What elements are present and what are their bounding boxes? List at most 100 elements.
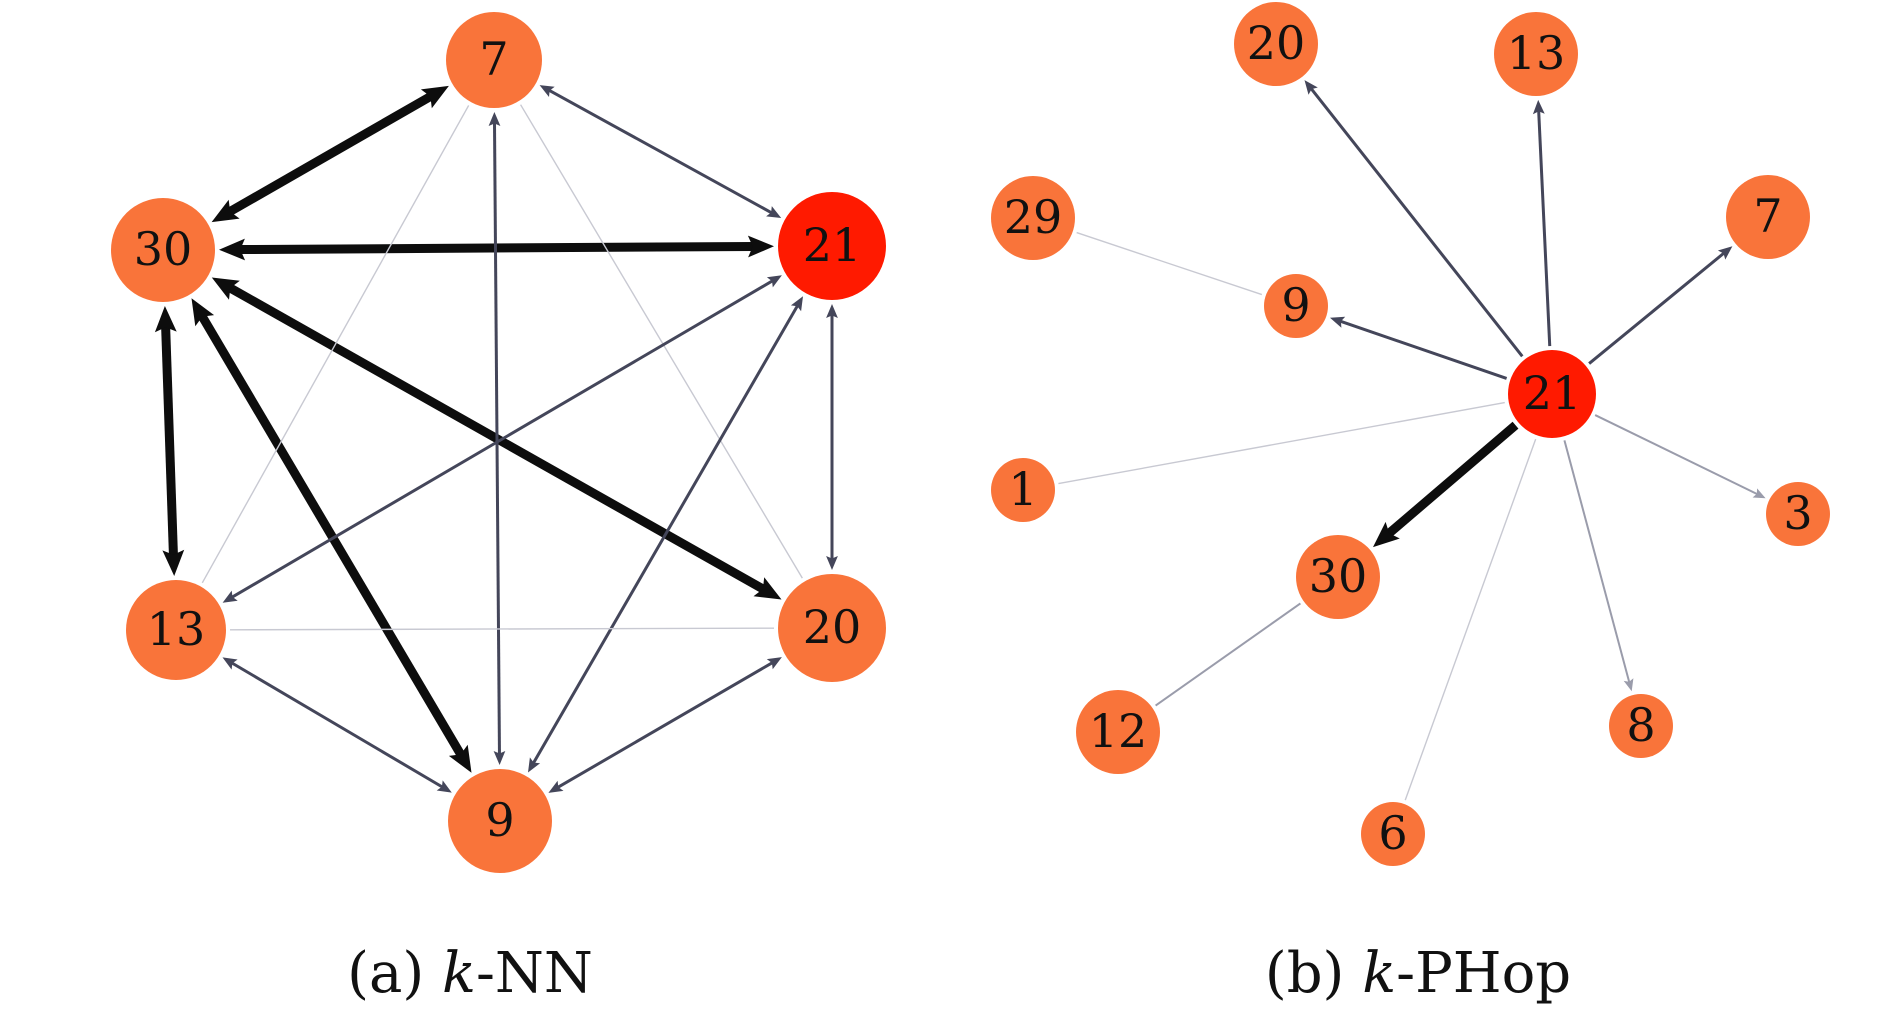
knn-edge-a30-a9 — [191, 298, 472, 773]
arrowhead — [211, 277, 240, 300]
node-circle — [1361, 802, 1425, 866]
arrowhead — [493, 751, 506, 765]
arrowhead — [448, 744, 472, 773]
arrowhead — [528, 757, 541, 773]
arrowhead — [1330, 316, 1346, 328]
edge-line — [231, 661, 443, 789]
arrowhead — [766, 657, 782, 670]
kphop-node-7: 7 — [1726, 175, 1810, 259]
node-circle — [1076, 690, 1160, 774]
edge-line — [1310, 87, 1524, 358]
arrowhead — [790, 296, 803, 312]
knn-edge-a30-a7 — [211, 85, 449, 223]
caption-knn-suffix: -NN — [476, 941, 593, 1006]
node-circle — [778, 574, 886, 682]
kphop-node-21: 21 — [1508, 350, 1596, 438]
kphop-edge-b21-b1 — [1058, 401, 1505, 485]
knn-node-7: 7 — [446, 12, 542, 108]
node-label: 30 — [134, 222, 193, 276]
knn-edge-a7-a9 — [488, 112, 506, 765]
kphop-edge-b21-b13 — [1532, 99, 1552, 347]
node-label: 29 — [1004, 190, 1063, 244]
kphop-node-8: 8 — [1609, 694, 1673, 758]
edge-line — [1404, 438, 1537, 801]
edges-layer — [154, 80, 1766, 801]
arrowhead — [548, 780, 564, 793]
edge-line — [227, 92, 434, 216]
edge-line — [532, 305, 799, 764]
knn-node-30: 30 — [111, 198, 215, 302]
node-circle — [991, 176, 1075, 260]
node-label: 12 — [1089, 704, 1148, 758]
edge-line — [198, 313, 465, 758]
node-label: 13 — [147, 602, 206, 656]
node-label: 9 — [485, 793, 514, 847]
node-circle — [1264, 274, 1328, 338]
node-label: 7 — [1753, 189, 1782, 243]
edge-line — [1058, 401, 1505, 485]
node-label: 7 — [479, 32, 508, 86]
arrowhead — [211, 199, 240, 223]
arrowhead — [1717, 246, 1733, 260]
caption-knn: (a) k-NN — [347, 941, 593, 1006]
edge-line — [492, 123, 501, 754]
arrowhead — [420, 85, 449, 109]
node-label: 20 — [1247, 16, 1306, 70]
caption-knn-prefix: (a) — [347, 941, 442, 1006]
node-circle — [778, 192, 886, 300]
arrowhead — [1752, 488, 1766, 499]
arrowhead — [222, 590, 238, 603]
node-label: 1 — [1008, 462, 1037, 516]
knn-edge-a21-a9 — [528, 296, 803, 773]
edge-line — [548, 89, 773, 214]
edge-line — [1588, 252, 1725, 365]
kphop-node-13: 13 — [1494, 12, 1578, 96]
arrowhead — [826, 304, 838, 318]
kphop-edge-b29-b9 — [1076, 231, 1263, 296]
knn-edge-a20-a9 — [548, 657, 782, 793]
kphop-edge-b21-b9 — [1330, 316, 1508, 380]
caption-kphop-prefix: (b) — [1265, 941, 1362, 1006]
edge-line — [161, 326, 178, 556]
node-circle — [448, 769, 552, 873]
node-label: 13 — [1507, 26, 1566, 80]
edge-line — [519, 104, 803, 579]
arrowhead — [753, 577, 782, 600]
edge-line — [1537, 111, 1552, 347]
arrowhead — [219, 238, 246, 261]
node-label: 3 — [1783, 486, 1812, 540]
caption-kphop-suffix: -PHop — [1396, 941, 1571, 1006]
edge-line — [557, 661, 773, 789]
arrowhead — [1304, 80, 1318, 95]
arrowhead — [222, 657, 238, 670]
node-label: 20 — [803, 600, 862, 654]
kphop-edge-b21-b8 — [1563, 440, 1634, 692]
arrowhead — [191, 298, 215, 327]
edge-line — [1594, 414, 1758, 495]
kphop-node-20: 20 — [1234, 2, 1318, 86]
kphop-node-12: 12 — [1076, 690, 1160, 774]
edge-line — [201, 105, 470, 584]
kphop-edge-b21-b7 — [1588, 246, 1733, 365]
node-circle — [1508, 350, 1596, 438]
kphop-node-29: 29 — [991, 176, 1075, 260]
edge-line — [229, 627, 775, 631]
node-circle — [1609, 694, 1673, 758]
knn-edge-a30-a13 — [154, 306, 185, 576]
edge-line — [231, 279, 774, 599]
arrowhead — [539, 85, 555, 97]
edge-line — [1155, 602, 1301, 707]
node-circle — [1726, 175, 1810, 259]
node-label: 6 — [1378, 806, 1407, 860]
kphop-edge-b30-b12 — [1155, 602, 1301, 707]
knn-edge-a7-a20 — [519, 104, 803, 579]
knn-edge-a7-a21 — [539, 85, 782, 218]
node-circle — [1296, 535, 1380, 619]
arrowhead — [1532, 99, 1545, 115]
kphop-node-6: 6 — [1361, 802, 1425, 866]
node-circle — [1494, 12, 1578, 96]
node-label: 8 — [1626, 698, 1655, 752]
arrowhead — [747, 235, 774, 258]
